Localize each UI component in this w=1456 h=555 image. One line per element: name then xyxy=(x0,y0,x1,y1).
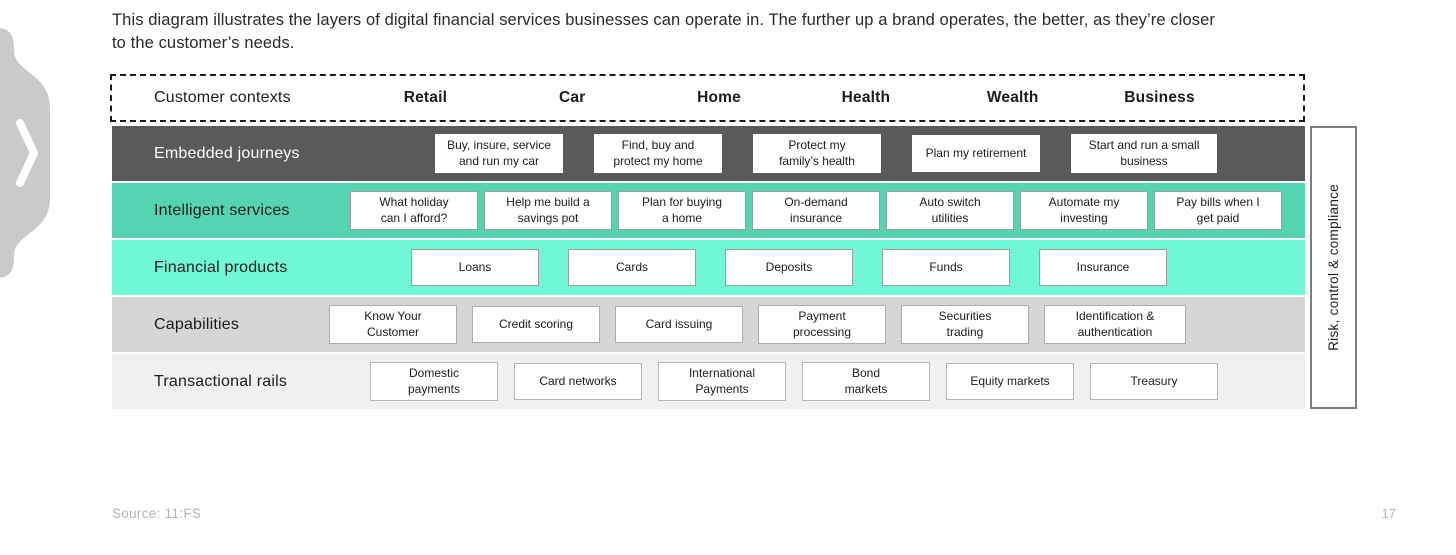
rail-box: Equity markets xyxy=(946,363,1074,400)
rail-boxes: Domestic payments Card networks Internat… xyxy=(370,362,1218,401)
rail-box: Treasury xyxy=(1090,363,1218,400)
row-label-transactional-rails: Transactional rails xyxy=(154,372,288,390)
context-retail: Retail xyxy=(403,89,448,106)
risk-control-compliance-bar: Risk, control & compliance xyxy=(1310,126,1357,409)
journey-boxes: Buy, insure, service and run my car Find… xyxy=(435,134,1217,173)
layer-rows: Embedded journeys Buy, insure, service a… xyxy=(112,126,1305,409)
service-box: What holiday can I afford? xyxy=(350,191,478,230)
layer-row-embedded-journeys: Embedded journeys Buy, insure, service a… xyxy=(112,126,1305,181)
context-home: Home xyxy=(697,89,741,106)
layer-row-capabilities: Capabilities Know Your Customer Credit s… xyxy=(112,297,1305,352)
product-box: Loans xyxy=(411,249,539,286)
service-box: Automate my investing xyxy=(1020,191,1148,230)
capability-box: Card issuing xyxy=(615,306,743,343)
product-boxes: Loans Cards Deposits Funds Insurance xyxy=(411,249,1167,286)
capability-boxes: Know Your Customer Credit scoring Card i… xyxy=(329,305,1186,344)
customer-contexts-band: Customer contexts Retail Car Home Health… xyxy=(110,74,1305,122)
rail-box: Card networks xyxy=(514,363,642,400)
capability-box: Securities trading xyxy=(901,305,1029,344)
product-box: Deposits xyxy=(725,249,853,286)
capability-box: Identification & authentication xyxy=(1044,305,1186,344)
product-box: Insurance xyxy=(1039,249,1167,286)
journey-box: Buy, insure, service and run my car xyxy=(435,134,563,173)
journey-box: Find, buy and protect my home xyxy=(594,134,722,173)
journey-box: Protect my family’s health xyxy=(753,134,881,173)
next-slide-button[interactable] xyxy=(0,28,55,278)
customer-contexts-label: Customer contexts xyxy=(154,89,291,106)
risk-control-compliance-label: Risk, control & compliance xyxy=(1326,184,1341,351)
customer-contexts-items: Retail Car Home Health Wealth Business xyxy=(352,89,1303,107)
nav-blob-shape xyxy=(0,28,50,278)
row-label-embedded-journeys: Embedded journeys xyxy=(154,144,300,162)
row-label-capabilities: Capabilities xyxy=(154,315,240,333)
context-car: Car xyxy=(559,89,586,106)
context-health: Health xyxy=(841,89,891,106)
service-box: Help me build a savings pot xyxy=(484,191,612,230)
service-boxes: What holiday can I afford? Help me build… xyxy=(350,191,1282,230)
service-box: Plan for buying a home xyxy=(618,191,746,230)
layer-row-financial-products: Financial products Loans Cards Deposits … xyxy=(112,240,1305,295)
capability-box: Credit scoring xyxy=(472,306,600,343)
journey-box: Plan my retirement xyxy=(912,135,1040,172)
capability-box: Payment processing xyxy=(758,305,886,344)
source-credit: Source: 11:FS xyxy=(112,506,202,521)
rail-box: Domestic payments xyxy=(370,362,498,401)
service-box: Pay bills when I get paid xyxy=(1154,191,1282,230)
layer-row-transactional-rails: Transactional rails Domestic payments Ca… xyxy=(112,354,1305,409)
rail-box: International Payments xyxy=(658,362,786,401)
capability-box: Know Your Customer xyxy=(329,305,457,344)
service-box: On-demand insurance xyxy=(752,191,880,230)
product-box: Cards xyxy=(568,249,696,286)
context-business: Business xyxy=(1124,89,1195,106)
layer-row-intelligent-services: Intelligent services What holiday can I … xyxy=(112,183,1305,238)
context-wealth: Wealth xyxy=(986,89,1039,106)
slide-description: This diagram illustrates the layers of d… xyxy=(112,11,1215,53)
chevron-right-icon xyxy=(16,119,38,187)
service-box: Auto switch utilities xyxy=(886,191,1014,230)
row-label-financial-products: Financial products xyxy=(154,258,288,276)
rail-box: Bond markets xyxy=(802,362,930,401)
page-number: 17 xyxy=(1381,506,1396,521)
journey-box: Start and run a small business xyxy=(1071,134,1217,173)
product-box: Funds xyxy=(882,249,1010,286)
row-label-intelligent-services: Intelligent services xyxy=(154,201,290,219)
